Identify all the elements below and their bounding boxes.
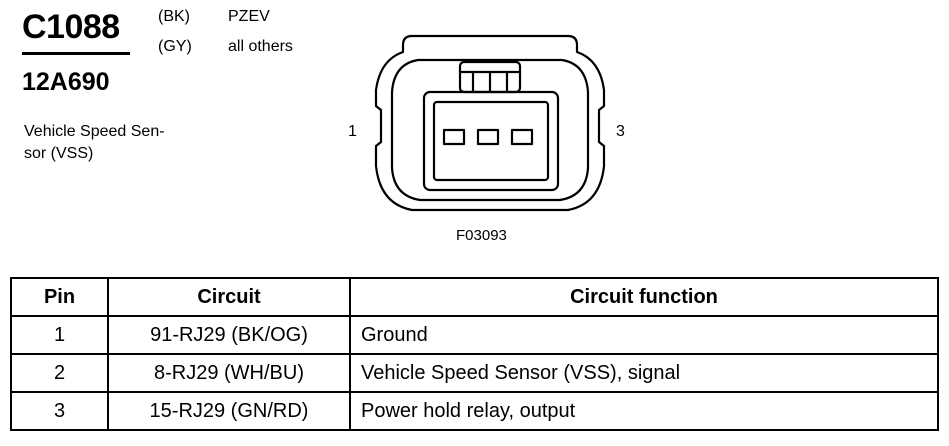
header-circuit: Circuit (107, 277, 351, 317)
cell-circuit: 91-RJ29 (BK/OG) (107, 315, 351, 355)
cell-pin: 3 (10, 391, 109, 431)
connector-housing-outer (374, 34, 606, 212)
pin-label-right: 3 (616, 123, 625, 140)
cell-pin: 1 (10, 315, 109, 355)
cell-function: Vehicle Speed Sensor (VSS), signal (349, 353, 939, 393)
table-header-row: Pin Circuit Circuit function (10, 277, 939, 317)
table-row: 2 8-RJ29 (WH/BU) Vehicle Speed Sensor (V… (10, 353, 939, 393)
terminal-cavity-3 (510, 128, 534, 146)
connector-face-drawing (374, 34, 606, 212)
terminal-cavity-2 (476, 128, 500, 146)
cell-circuit: 8-RJ29 (WH/BU) (107, 353, 351, 393)
cell-function: Ground (349, 315, 939, 355)
connector-description: Vehicle Speed Sen- sor (VSS) (24, 121, 214, 165)
pinout-table: Pin Circuit Circuit function 1 91-RJ29 (… (10, 277, 939, 431)
terminal-cavity-1 (442, 128, 466, 146)
pin-label-left: 1 (348, 123, 357, 140)
description-line-2: sor (VSS) (24, 145, 94, 162)
color-variant-pzev: PZEV (228, 8, 270, 25)
cell-circuit: 15-RJ29 (GN/RD) (107, 391, 351, 431)
connector-housing-inner (390, 58, 590, 202)
cell-pin: 2 (10, 353, 109, 393)
header-pin: Pin (10, 277, 109, 317)
color-variant-all-others: all others (228, 38, 293, 55)
color-code-gy: (GY) (158, 38, 192, 55)
cell-function: Power hold relay, output (349, 391, 939, 431)
description-line-1: Vehicle Speed Sen- (24, 123, 165, 140)
connector-id-underline (22, 52, 130, 55)
table-row: 3 15-RJ29 (GN/RD) Power hold relay, outp… (10, 391, 939, 431)
color-code-bk: (BK) (158, 8, 190, 25)
figure-id: F03093 (456, 227, 507, 244)
connector-shroud-inner (432, 100, 550, 182)
connector-id: C1088 (22, 8, 120, 46)
connector-shroud-outer (422, 90, 560, 192)
table-row: 1 91-RJ29 (BK/OG) Ground (10, 315, 939, 355)
header-circuit-function: Circuit function (349, 277, 939, 317)
part-number: 12A690 (22, 68, 110, 96)
